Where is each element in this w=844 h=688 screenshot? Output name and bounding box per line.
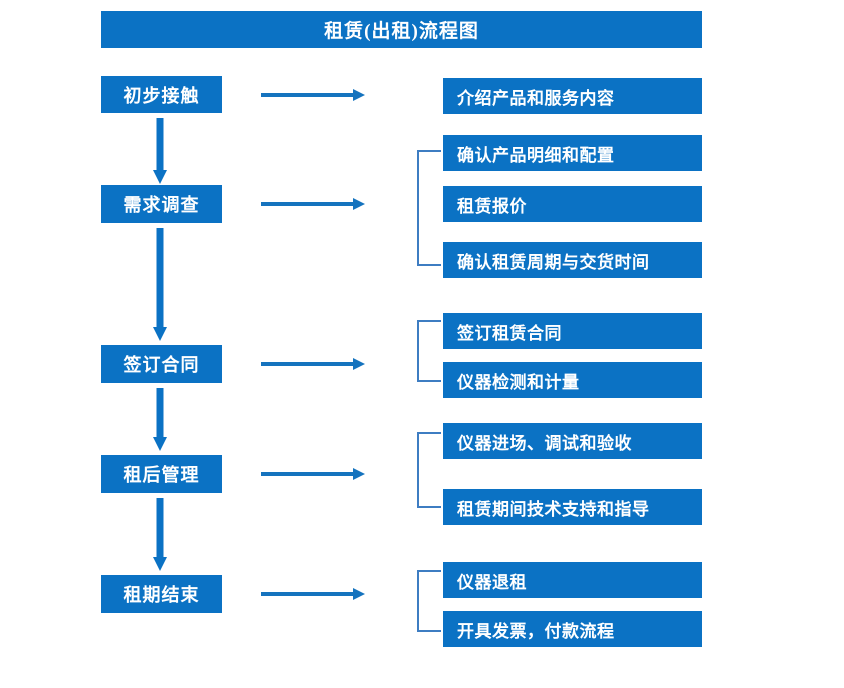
- group-bracket-post-rent-mgmt: [417, 432, 441, 508]
- flow-arrow-down-2: [153, 228, 167, 341]
- branch-arrow-right-4: [261, 468, 365, 480]
- task-box-8[interactable]: 租赁期间技术支持和指导: [443, 489, 702, 525]
- stage-box-rental-end[interactable]: 租期结束: [101, 575, 222, 613]
- chart-title: 租赁(出租)流程图: [101, 11, 702, 48]
- flow-arrow-down-1: [153, 118, 167, 184]
- group-bracket-rental-end: [417, 570, 441, 632]
- branch-arrow-right-3: [261, 358, 365, 370]
- task-box-10[interactable]: 开具发票，付款流程: [443, 611, 702, 647]
- branch-arrow-right-1: [261, 89, 365, 101]
- task-box-9[interactable]: 仪器退租: [443, 562, 702, 598]
- flow-arrow-down-4: [153, 498, 167, 571]
- task-box-1[interactable]: 介绍产品和服务内容: [443, 78, 702, 114]
- task-box-2[interactable]: 确认产品明细和配置: [443, 135, 702, 171]
- branch-arrow-right-5: [261, 588, 365, 600]
- task-box-3[interactable]: 租赁报价: [443, 186, 702, 222]
- stage-box-initial-contact[interactable]: 初步接触: [101, 76, 222, 113]
- task-box-4[interactable]: 确认租赁周期与交货时间: [443, 242, 702, 278]
- stage-box-sign-contract[interactable]: 签订合同: [101, 345, 222, 383]
- task-box-6[interactable]: 仪器检测和计量: [443, 362, 702, 398]
- task-box-7[interactable]: 仪器进场、调试和验收: [443, 423, 702, 459]
- stage-box-post-rent-mgmt[interactable]: 租后管理: [101, 455, 222, 493]
- branch-arrow-right-2: [261, 198, 365, 210]
- stage-box-needs-survey[interactable]: 需求调查: [101, 185, 222, 223]
- task-box-5[interactable]: 签订租赁合同: [443, 313, 702, 349]
- flow-arrow-down-3: [153, 388, 167, 451]
- group-bracket-needs-survey: [417, 150, 441, 266]
- group-bracket-sign-contract: [417, 320, 441, 382]
